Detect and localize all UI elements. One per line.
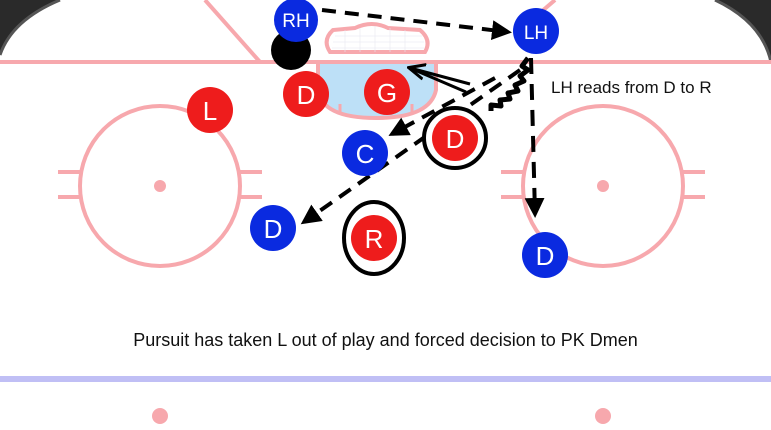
player-label: RH [282,11,309,32]
player-label: R [365,224,384,254]
player-rh[interactable]: RH [274,0,318,42]
player-label: G [377,78,397,108]
left-faceoff-circle [58,104,262,268]
right-faceoff-dot [597,180,609,192]
top-right-corner-edge [714,0,771,63]
player-goalie[interactable]: G [364,69,410,115]
right-faceoff-circle [501,104,705,268]
player-d-defense-circled[interactable]: D [422,106,488,170]
player-d-left-offense[interactable]: D [250,205,296,251]
player-label: D [264,214,283,244]
trapezoid-left [203,0,262,64]
pass-arrow-lh-to-c [388,76,496,136]
player-label: C [356,139,375,169]
left-faceoff-dot [154,180,166,192]
player-label: D [446,124,465,154]
top-right-corner-boards [715,0,771,62]
player-label: L [203,96,217,126]
annotation-note: LH reads from D to R [551,78,712,97]
goal-net-mesh [332,26,424,52]
player-r-defense-circled[interactable]: R [342,200,406,276]
neutral-zone-dot-right [595,408,611,424]
player-lh[interactable]: LH [513,8,559,54]
zigzag-skating-line [488,56,531,111]
shot-arrow-to-goalie-2 [409,66,467,94]
top-left-corner-edge [0,0,61,56]
player-label: D [536,241,555,271]
pass-arrow-lh-to-d-left [300,68,522,225]
top-left-corner-boards [0,0,60,55]
player-c[interactable]: C [342,130,388,176]
player-l-defense[interactable]: L [187,87,233,133]
player-label: LH [524,23,548,44]
player-d-defense-left[interactable]: D [283,71,329,117]
player-label: D [297,80,316,110]
pass-arrow-rh-to-lh [321,8,512,41]
goal-net [324,22,430,54]
diagram-caption: Pursuit has taken L out of play and forc… [133,330,638,350]
skate-arrow-lh-to-d-right [524,57,545,218]
neutral-zone-dot-left [152,408,168,424]
player-d-right-offense[interactable]: D [522,232,568,278]
crease-hash-marks [338,104,414,112]
